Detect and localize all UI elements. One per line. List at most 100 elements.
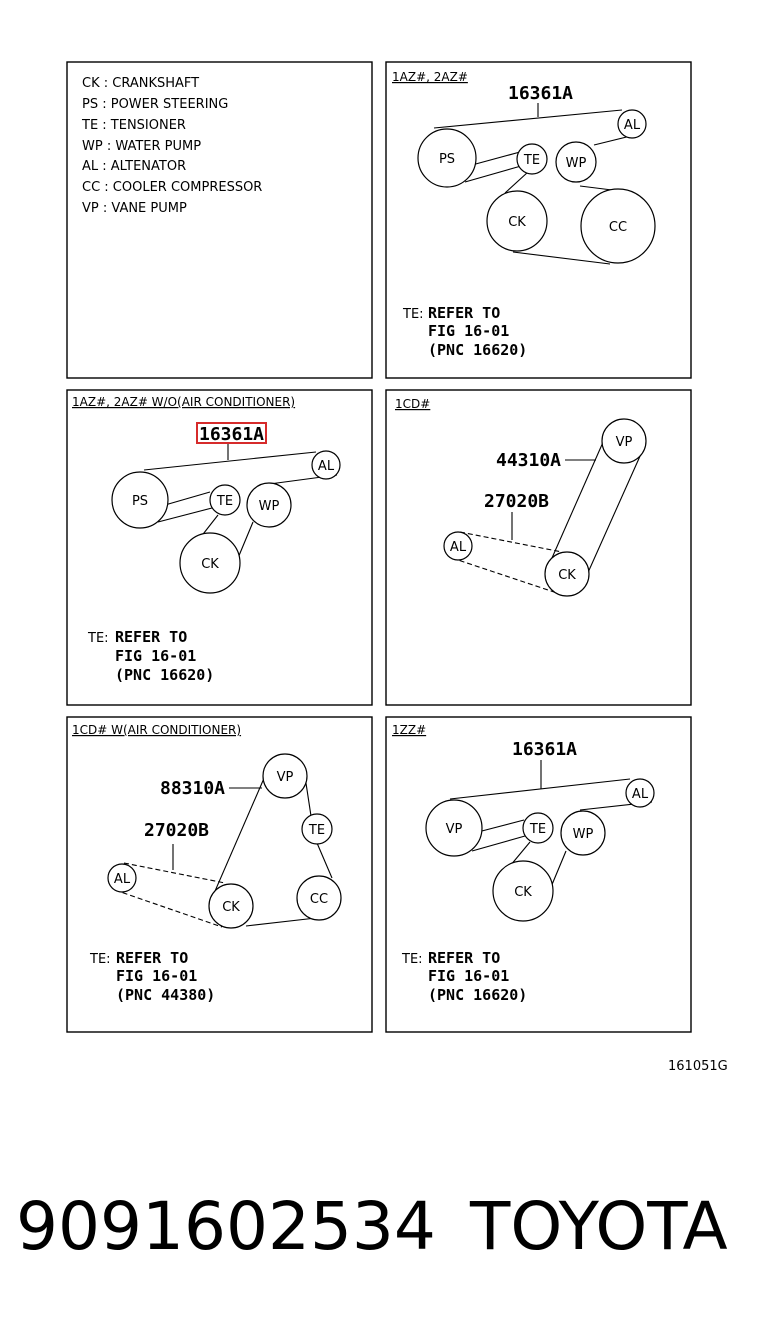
panel-1-pulley-al — [617, 109, 647, 139]
panel-2-belt — [237, 521, 254, 559]
panel-2-label-wp: WP — [259, 499, 280, 514]
panel-3-pulley-ck — [544, 551, 590, 597]
panel-2-label-ps: PS — [132, 494, 148, 509]
panel-1-belt — [512, 251, 611, 265]
panel-4-belt-vp — [245, 917, 317, 927]
panel-4-belt-vp — [316, 842, 333, 879]
panel-1-belt — [433, 109, 623, 129]
panel-5-title: 1ZZ# — [392, 723, 426, 737]
panel-3-belt-al — [451, 557, 561, 595]
panel-2-note-line: FIG 16-01 — [115, 647, 196, 665]
legend-item-tensioner: TE : TENSIONER — [81, 118, 186, 133]
panel-1-note-line: REFER TO — [428, 304, 500, 322]
panel-4-label-cc: CC — [310, 892, 328, 907]
panel-1-note-line: (PNC 16620) — [428, 341, 527, 359]
panel-4-note-line: REFER TO — [116, 949, 188, 967]
panel-4-pulley-ck — [208, 883, 254, 929]
panel-3-label-vp: VP — [616, 435, 633, 450]
panel-4-label-ck: CK — [222, 900, 240, 915]
panel-2-belt — [164, 491, 211, 506]
panel-4-note-line: FIG 16-01 — [116, 967, 197, 985]
panel-2-pulley-wp — [246, 482, 292, 528]
legend-item-power-steering: PS : POWER STEERING — [82, 97, 228, 112]
figure-code: 161051G — [668, 1059, 728, 1074]
legend-item-alternator: AL : ALTENATOR — [82, 159, 186, 174]
panel-1-title: 1AZ#, 2AZ# — [392, 70, 468, 84]
panel-4-pulley-te — [301, 813, 333, 845]
panel-4-label-al: AL — [114, 872, 131, 887]
panel-1-label-al: AL — [624, 118, 641, 133]
panel-1cd: 1CD# 44310A 27020B VP AL CK — [385, 389, 692, 706]
panel-2-label-al: AL — [318, 459, 335, 474]
panel-3-title: 1CD# — [395, 397, 430, 411]
panel-2-pulley-te — [209, 484, 241, 516]
panel-1cd-with-ac: 1CD# W(AIR CONDITIONER) 88310A 27020B VP… — [66, 716, 373, 1033]
panel-5-belt — [550, 850, 567, 888]
panel-3-pulley-al — [443, 531, 473, 561]
panel-1zz: 1ZZ# 16361A AL VP TE WP CK TE: REFER TO … — [385, 716, 692, 1033]
panel-4-part-number-vp-belt: 88310A — [160, 778, 225, 799]
panel-5-belt — [471, 835, 526, 852]
panel-4-belt-al — [114, 889, 223, 928]
footer-part-number: 9091602534 — [16, 1188, 436, 1265]
legend-frame — [66, 61, 373, 379]
panel-5-pulley-te — [522, 812, 554, 844]
legend-item-water-pump: WP : WATER PUMP — [82, 139, 201, 154]
panel-4-pulley-vp — [262, 753, 308, 799]
panel-3-part-number-al-belt: 27020B — [484, 491, 549, 512]
panel-4-pulley-cc — [296, 875, 342, 921]
panel-4-label-vp: VP — [277, 770, 294, 785]
panel-1az-2az-without-ac: 1AZ#, 2AZ# W/O(AIR CONDITIONER) 16361A A… — [66, 389, 373, 706]
legend-item-cooler-compressor: CC : COOLER COMPRESSOR — [82, 180, 262, 195]
panel-1-note-line: FIG 16-01 — [428, 322, 509, 340]
panel-1-label-cc: CC — [609, 220, 627, 235]
legend-item-crankshaft: CK : CRANKSHAFT — [82, 76, 199, 91]
panel-4-belt-al — [123, 862, 226, 884]
panel-1-pulley-te — [516, 143, 548, 175]
panel-1-belt — [471, 151, 521, 166]
panel-4-part-number-al-belt: 27020B — [144, 820, 209, 841]
panel-5-pulley-al — [625, 778, 655, 808]
footer-brand: TOYOTA — [470, 1188, 728, 1265]
panel-1-pulley-ps — [417, 128, 477, 188]
panel-5-belt — [477, 819, 525, 833]
panel-5-pulley-wp — [560, 810, 606, 856]
panel-3-part-number-vp-belt: 44310A — [496, 450, 561, 471]
panel-2-belt — [157, 507, 213, 523]
panel-4-label-te: TE — [308, 823, 325, 838]
legend-item-vane-pump: VP : VANE PUMP — [82, 201, 187, 216]
panel-1-belt — [504, 171, 529, 194]
panel-2-pulley-ck — [179, 532, 241, 594]
panel-3-belt-vp — [547, 439, 605, 568]
panel-5-pulley-ck — [492, 860, 554, 922]
panel-2-note-prefix: TE: — [87, 631, 109, 646]
panel-5-label-wp: WP — [573, 827, 594, 842]
panel-1-part-number: 16361A — [508, 83, 573, 104]
panel-1-belt — [464, 165, 522, 183]
legend-panel: CK : CRANKSHAFT PS : POWER STEERING TE :… — [66, 61, 373, 379]
panel-5-note-line: REFER TO — [428, 949, 500, 967]
panel-5-label-al: AL — [632, 787, 649, 802]
panel-4-belt-vp — [211, 775, 266, 899]
panel-2-pulley-ps — [111, 471, 169, 529]
panel-1-label-wp: WP — [566, 156, 587, 171]
panel-1-label-ps: PS — [439, 152, 455, 167]
panel-5-label-vp: VP — [446, 822, 463, 837]
panel-1-belt — [579, 185, 613, 191]
panel-1-pulley-wp — [555, 141, 597, 183]
panel-1az-2az: 1AZ#, 2AZ# 16361A AL PS TE WP CK CC TE: … — [385, 61, 692, 379]
panel-5-note-line: (PNC 16620) — [428, 986, 527, 1004]
panel-5-label-ck: CK — [514, 885, 532, 900]
panel-3-belt-al — [459, 531, 563, 553]
panel-2-label-te: TE — [216, 494, 233, 509]
panel-2-label-ck: CK — [201, 557, 219, 572]
panel-3-belt-vp — [585, 444, 646, 578]
panel-4-title: 1CD# W(AIR CONDITIONER) — [72, 723, 241, 737]
panel-2-note-line: REFER TO — [115, 628, 187, 646]
panel-5-belt — [449, 778, 631, 800]
panel-4-note-prefix: TE: — [89, 952, 111, 967]
panel-3-pulley-vp — [601, 418, 647, 464]
panel-2-part-highlight — [196, 422, 267, 444]
panel-2-title: 1AZ#, 2AZ# W/O(AIR CONDITIONER) — [72, 395, 295, 409]
